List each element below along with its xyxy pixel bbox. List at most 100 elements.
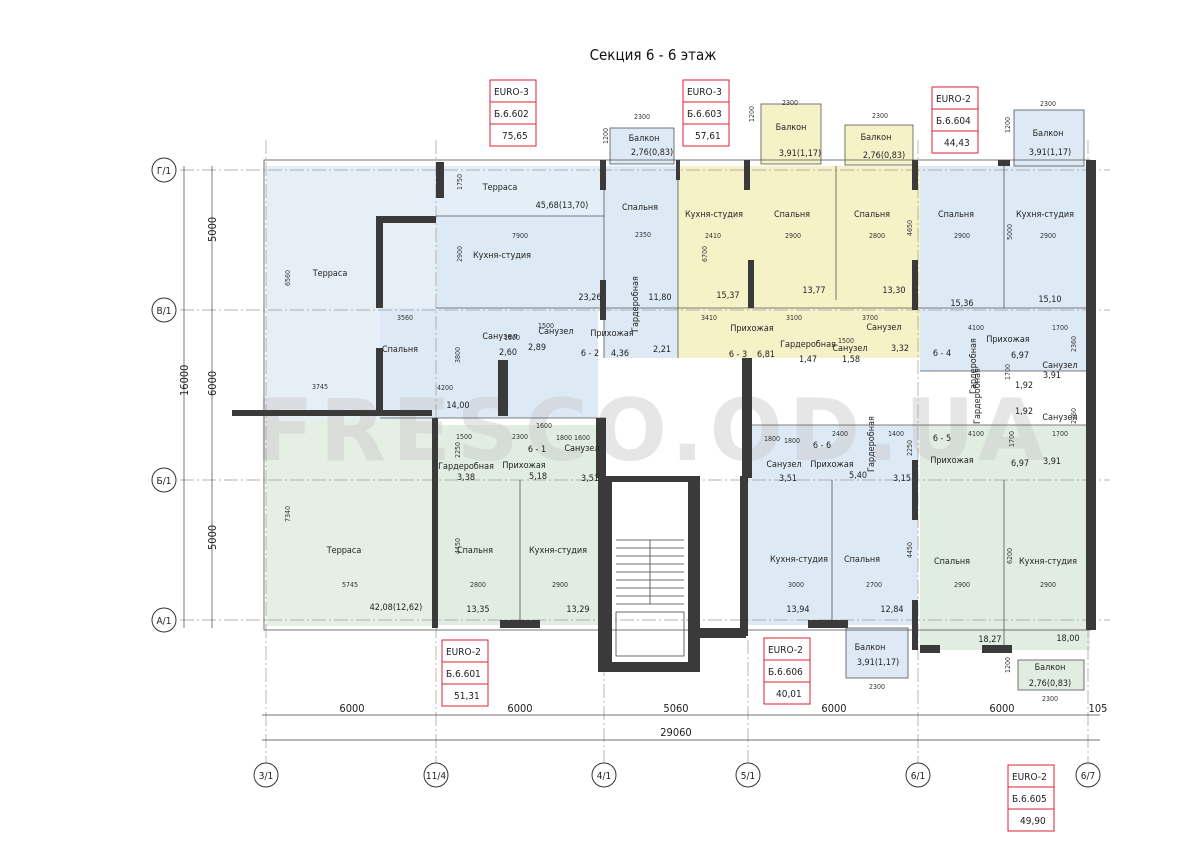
apartment-code: Б.6.604: [936, 116, 971, 127]
span-dim: 5060: [663, 702, 688, 715]
room-name: Санузел: [482, 332, 517, 342]
inner-dim: 2300: [1040, 100, 1056, 108]
inner-dim: 1500: [538, 322, 554, 330]
axis-marker-row: Г/1: [151, 157, 177, 183]
apartment-code: Б.6.602: [494, 109, 529, 120]
axis-marker-column: 6/7: [1075, 762, 1101, 788]
room-area: 42,08(12,62): [370, 603, 423, 613]
axis-marker-column: 6/1: [905, 762, 931, 788]
apartment-area: 51,31: [454, 691, 480, 702]
room-name: Санузел: [564, 444, 599, 454]
inner-dim: 3560: [397, 314, 413, 322]
axis-markers: Г/1 В/1 Б/1 А/1 3/1 11/4 4/1 5/1 6/1 6/7: [151, 157, 1101, 788]
room-area: 3,38: [457, 473, 475, 483]
inner-dim: 1500: [504, 334, 520, 342]
axis-marker-row: Б/1: [151, 467, 177, 493]
inner-dim: 7340: [284, 506, 292, 522]
room-name: Спальня: [457, 546, 493, 556]
room-area: 23,26: [578, 293, 601, 303]
inner-dim: 2250: [454, 442, 462, 458]
apartment-code: Б.6.605: [1012, 794, 1047, 805]
inner-dim: 1200: [1004, 657, 1012, 673]
room-name: Кухня-студия: [1016, 210, 1074, 220]
room-name: Прихожая: [810, 460, 853, 470]
apartment-code: Б.6.603: [687, 109, 722, 120]
apartment-code: Б.6.606: [768, 667, 803, 678]
apartment-tag[interactable]: EURO-2 Б.6.601 51,31: [441, 639, 489, 707]
span-dim: 6000: [339, 702, 364, 715]
room-name: Балкон: [776, 123, 807, 133]
apartment-tag[interactable]: EURO-2 Б.6.606 40,01: [763, 637, 811, 705]
room-area: 15,10: [1038, 295, 1061, 305]
inner-dim: 3100: [786, 314, 802, 322]
apartment-tag[interactable]: EURO-3 Б.6.602 75,65: [489, 79, 537, 147]
room-area: 1,92: [1015, 381, 1033, 391]
room-area: 3,91: [1043, 457, 1061, 467]
room-area: 5,40: [849, 471, 867, 481]
inner-dim: 1750: [456, 174, 464, 190]
inner-dim: 1700: [1052, 324, 1068, 332]
room-name: Балкон: [855, 643, 886, 653]
room-name: Терраса: [326, 546, 362, 556]
room-name: Балкон: [629, 134, 660, 144]
apartment-code: Б.6.601: [446, 669, 481, 680]
room-name: Санузел: [1042, 413, 1077, 423]
unit-label: 6 - 4: [933, 349, 951, 359]
inner-dim: 1600: [574, 434, 590, 442]
room-area: 6,97: [1011, 459, 1029, 469]
inner-dim: 7900: [512, 232, 528, 240]
room-area: 13,30: [882, 286, 905, 296]
unit-label: 6 - 1: [528, 445, 546, 455]
room-area: 6,97: [1011, 351, 1029, 361]
room-name: Балкон: [1033, 129, 1064, 139]
inner-dim: 2700: [866, 581, 882, 589]
room-name: Кухня-студия: [473, 251, 531, 261]
inner-dim: 1500: [456, 433, 472, 441]
room-name: Кухня-студия: [1019, 557, 1077, 567]
apartment-area: 57,61: [695, 131, 721, 142]
inner-dim: 2900: [954, 232, 970, 240]
axis-marker-column: 3/1: [253, 762, 279, 788]
room-area: 3,91: [1043, 371, 1061, 381]
apartment-tag[interactable]: EURO-2 Б.6.605 49,90: [1007, 764, 1055, 832]
inner-dim: 1700: [1052, 430, 1068, 438]
inner-dim: 2800: [470, 581, 486, 589]
inner-dim: 2250: [906, 440, 914, 456]
page-title: Секция 6 - 6 этаж: [590, 46, 717, 64]
room-area: 2,76(0,83): [1029, 679, 1071, 689]
room-area: 15,36: [950, 299, 973, 309]
room-name: Гардеробная: [972, 368, 983, 424]
vertical-dim: 5000: [206, 217, 219, 242]
inner-dim: 1600: [536, 422, 552, 430]
axis-marker-column: 5/1: [735, 762, 761, 788]
inner-dim: 2900: [785, 232, 801, 240]
room-name: Спальня: [774, 210, 810, 220]
apartment-type: EURO-2: [1012, 772, 1047, 783]
apartment-tag[interactable]: EURO-3 Б.6.603 57,61: [682, 79, 730, 147]
axis-marker-column: 11/4: [423, 762, 449, 788]
room-area: 13,29: [566, 605, 589, 615]
room-area: 2,76(0,83): [631, 148, 673, 158]
stair: [615, 539, 685, 657]
room-name: Санузел: [766, 460, 801, 470]
inner-dim: 1700: [1004, 364, 1012, 380]
inner-dim: 3700: [862, 314, 878, 322]
room-name: Балкон: [1035, 663, 1066, 673]
axis-label: В/1: [157, 306, 172, 317]
inner-dim: 2300: [1042, 695, 1058, 703]
inner-dim: 2900: [456, 246, 464, 262]
inner-dim: 1200: [602, 128, 610, 144]
room-name: Прихожая: [986, 335, 1029, 345]
room-area: 18,27: [978, 635, 1001, 645]
apartment-type: EURO-2: [768, 645, 803, 656]
unit-label: 6 - 6: [813, 441, 831, 451]
room-name: Спальня: [854, 210, 890, 220]
inner-dim: 4200: [437, 384, 453, 392]
room-area: 3,15: [893, 474, 911, 484]
inner-dim: 2300: [782, 99, 798, 107]
inner-dim: 1200: [1004, 117, 1012, 133]
inner-dim: 2350: [635, 231, 651, 239]
axis-label: 3/1: [259, 771, 273, 782]
room-name: Балкон: [861, 133, 892, 143]
apartment-tag[interactable]: EURO-2 Б.6.604 44,43: [931, 86, 979, 154]
